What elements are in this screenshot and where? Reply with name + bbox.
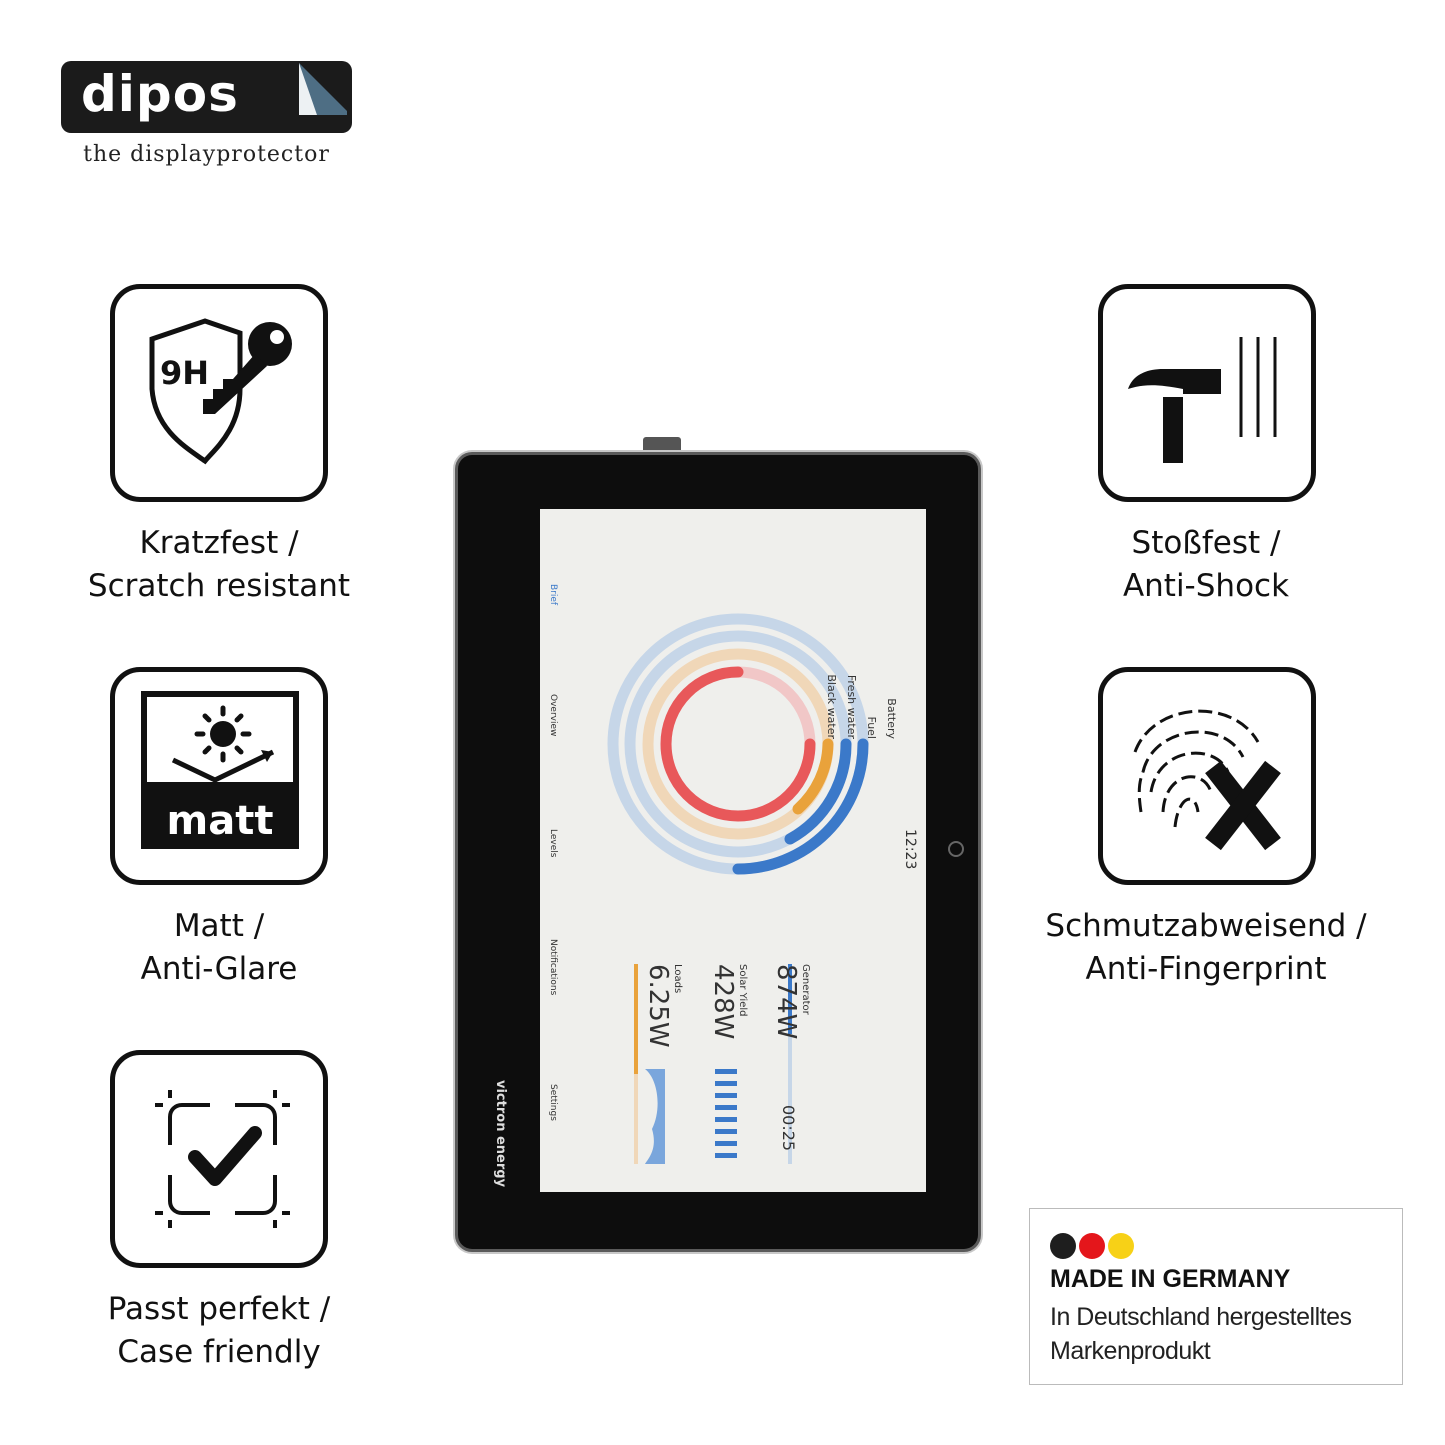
matt-sun-icon: matt	[141, 691, 299, 849]
tank-label-fuel: Fuel	[865, 716, 878, 739]
flag-dot-black	[1050, 1233, 1076, 1259]
nav-overview[interactable]: Overview	[548, 694, 558, 737]
hammer-icon	[1128, 337, 1277, 463]
made-in-line2: Markenprodukt	[1050, 1337, 1211, 1365]
generator-timer: 00:25	[779, 1105, 798, 1152]
svg-text:matt: matt	[167, 798, 274, 844]
flag-dot-gold	[1108, 1233, 1134, 1259]
generator-label: Generator	[800, 964, 811, 1015]
fit-caption: Passt perfekt / Case friendly	[39, 1288, 399, 1374]
generator-gauge	[788, 964, 792, 1034]
made-in-germany-badge: MADE IN GERMANY In Deutschland hergestel…	[1029, 1208, 1403, 1385]
generator-gauge-track	[788, 964, 792, 1164]
9h-shield-key-icon: 9H	[149, 318, 292, 465]
scratch-caption-line1: Kratzfest /	[139, 525, 299, 561]
loads-label: Loads	[672, 964, 683, 994]
black-water-ring	[660, 666, 816, 822]
fingerprint-caption-line1: Schmutzabweisend /	[1045, 908, 1367, 944]
device-camera-icon	[948, 841, 964, 857]
solar-label: Solar Yield	[737, 964, 748, 1017]
shock-caption: Stoßfest / Anti-Shock	[1026, 522, 1386, 608]
fingerprint-x-icon	[1133, 709, 1281, 851]
scratch-resistant-tile: 9H	[110, 284, 328, 502]
device-rotated-ui: 12:23 Battery Fuel Fresh water Black wat…	[540, 509, 926, 1192]
device-screen-graphics	[607, 613, 869, 1164]
tank-labels: Battery Fuel Fresh water Black water	[821, 669, 901, 739]
device-screen: 12:23 Battery Fuel Fresh water Black wat…	[540, 509, 926, 1192]
device-time: 12:23	[902, 829, 918, 870]
svg-text:9H: 9H	[160, 354, 209, 392]
dipos-logo: dipos	[61, 61, 352, 133]
made-in-title: MADE IN GERMANY	[1050, 1265, 1291, 1293]
loads-value: 6.25W	[643, 964, 673, 1048]
loads-graph	[645, 1069, 665, 1164]
nav-levels[interactable]: Levels	[548, 829, 558, 858]
case-friendly-tile	[110, 1050, 328, 1268]
loads-gauge	[634, 964, 638, 1074]
tank-label-black-water: Black water	[825, 674, 838, 739]
victron-brand-label: victron energy	[493, 1080, 508, 1188]
logo-wordmark: dipos	[81, 65, 239, 123]
flag-dot-red	[1079, 1233, 1105, 1259]
nav-settings[interactable]: Settings	[548, 1084, 558, 1121]
fit-caption-line1: Passt perfekt /	[107, 1291, 331, 1327]
fuel-ring	[784, 738, 852, 845]
fingerprint-caption: Schmutzabweisend / Anti-Fingerprint	[1026, 905, 1386, 991]
matt-caption-line1: Matt /	[173, 908, 265, 944]
shock-caption-line2: Anti-Shock	[1122, 568, 1290, 604]
device-cable	[643, 437, 681, 457]
made-in-subtitle: In Deutschland hergestelltes Markenprodu…	[1050, 1300, 1352, 1368]
made-in-line1: In Deutschland hergestelltes	[1050, 1303, 1352, 1331]
shock-caption-line1: Stoßfest /	[1131, 525, 1281, 561]
tank-label-battery: Battery	[885, 698, 898, 739]
anti-shock-tile	[1098, 284, 1316, 502]
nav-notifications[interactable]: Notifications	[548, 939, 558, 996]
tank-label-fresh-water: Fresh water	[845, 674, 858, 739]
generator-value: 874W	[771, 964, 801, 1040]
scratch-caption: Kratzfest / Scratch resistant	[39, 522, 399, 608]
logo-tagline: the displayprotector	[83, 142, 330, 167]
fit-caption-line2: Case friendly	[117, 1334, 321, 1370]
matt-caption-line2: Anti-Glare	[140, 951, 298, 987]
solar-bars	[715, 1069, 737, 1158]
nav-brief[interactable]: Brief	[548, 584, 558, 606]
solar-value: 428W	[708, 964, 738, 1040]
battery-ring	[732, 738, 869, 875]
matt-caption: Matt / Anti-Glare	[39, 905, 399, 991]
logo-peel-icon	[299, 63, 347, 115]
anti-fingerprint-tile	[1098, 667, 1316, 885]
case-fit-check-icon	[155, 1090, 290, 1228]
fresh-water-ring	[792, 738, 834, 815]
fingerprint-caption-line2: Anti-Fingerprint	[1085, 951, 1327, 987]
matt-tile: matt	[110, 667, 328, 885]
scratch-caption-line2: Scratch resistant	[87, 568, 351, 604]
